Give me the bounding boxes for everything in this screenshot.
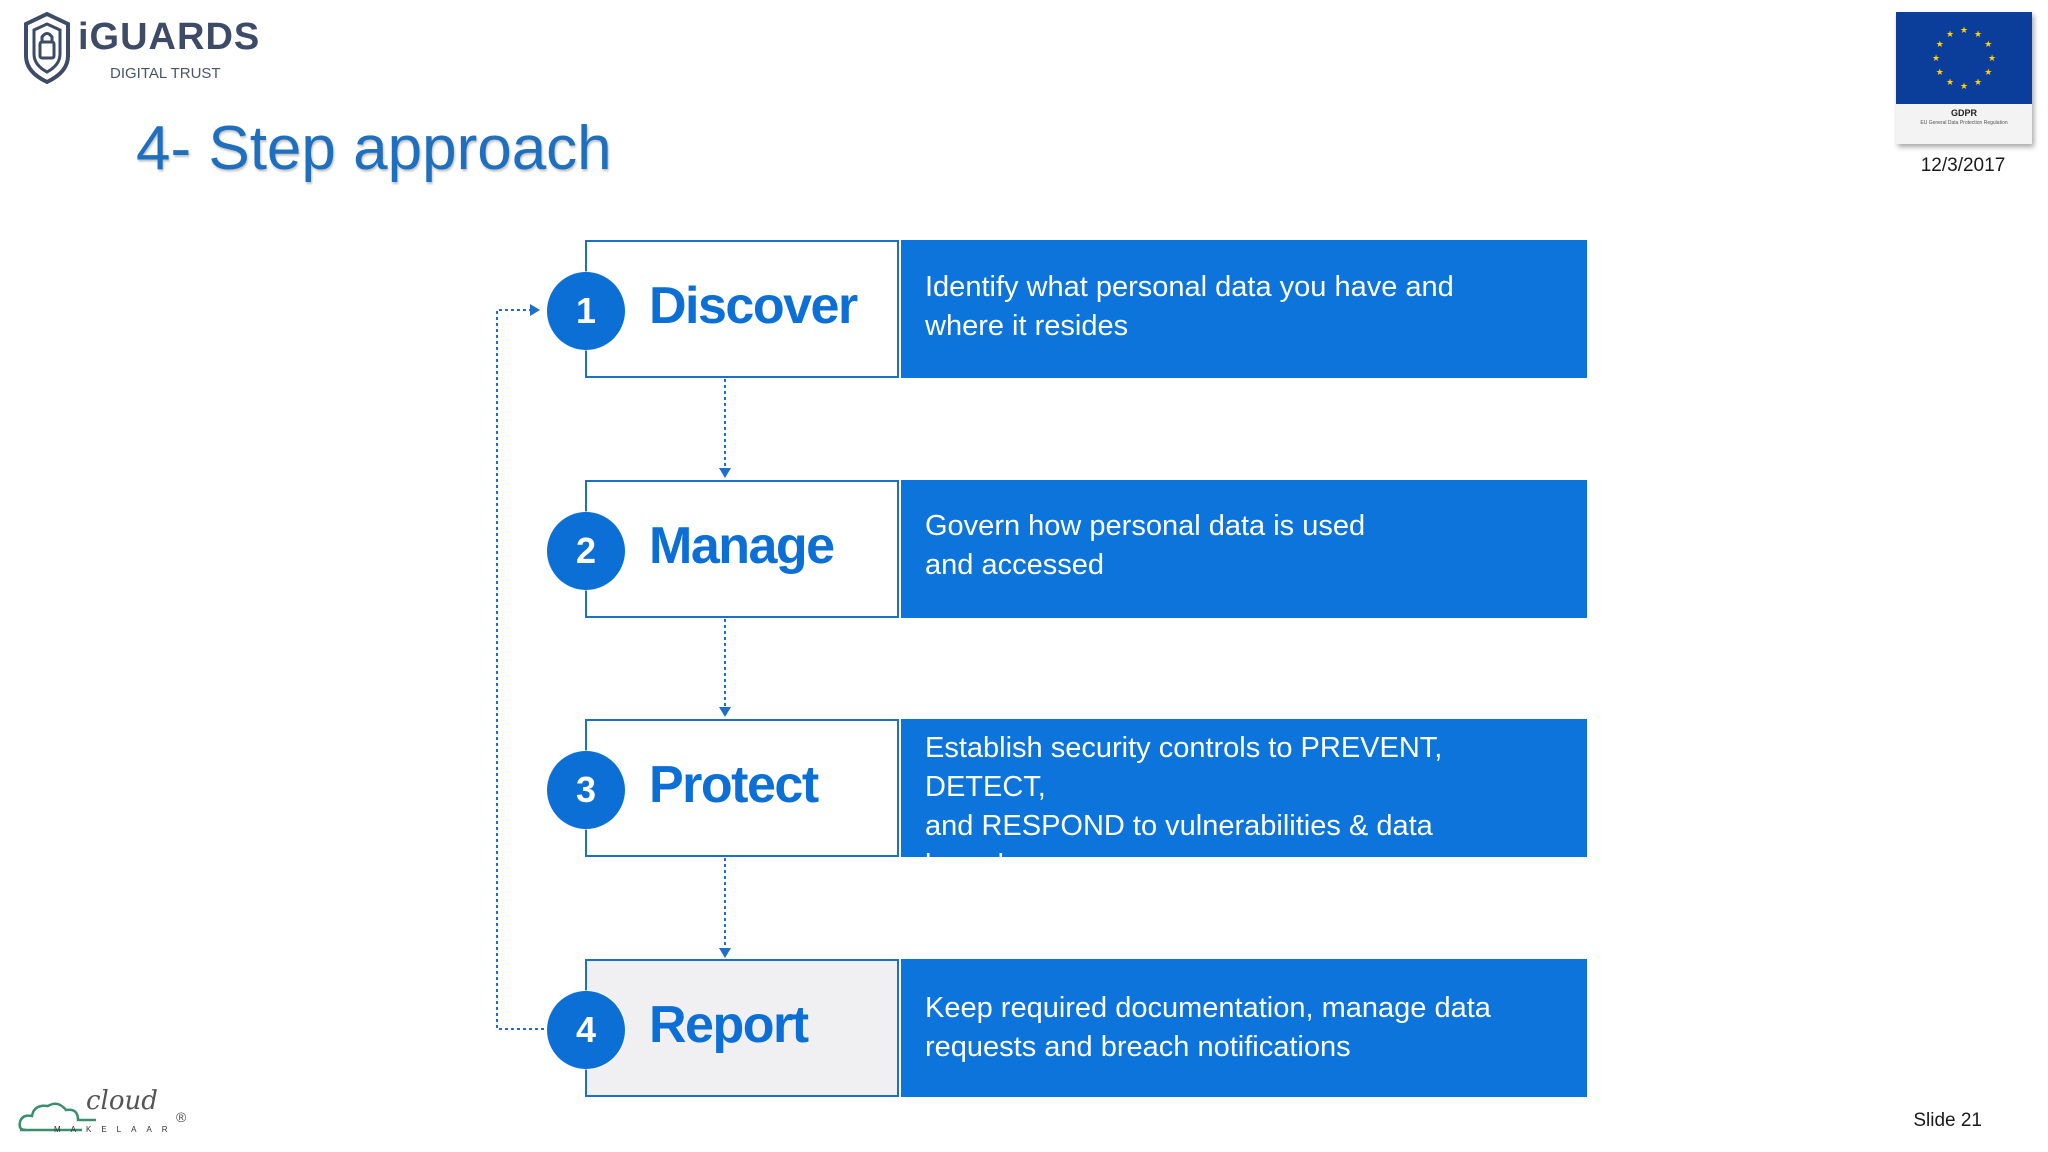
eu-star-icon: ★ [1974, 77, 1982, 87]
eu-star-icon: ★ [1936, 39, 1944, 49]
registered-mark: ® [176, 1109, 187, 1125]
arrowhead-3 [719, 707, 731, 717]
eu-star-icon: ★ [1984, 39, 1992, 49]
step-number-badge: 4 [547, 991, 625, 1069]
cloud-icon [18, 1102, 96, 1132]
step-name: Discover [649, 277, 858, 335]
description-line: Govern how personal data is used [925, 510, 1366, 542]
eu-star-icon: ★ [1936, 67, 1944, 77]
step-description: Establish security controls to PREVENT, … [925, 729, 1565, 884]
step-discover: 1 Discover Identify what personal data y… [547, 240, 1587, 378]
step-description: Keep required documentation, manage data… [925, 989, 1565, 1067]
step-description-box: Govern how personal data is used and acc… [901, 480, 1587, 618]
step-name: Manage [649, 517, 835, 575]
arrowhead-4 [719, 948, 731, 958]
description-line: Identify what personal data you have and [925, 271, 1454, 303]
step-description: Govern how personal data is used and acc… [925, 507, 1565, 585]
eu-star-icon: ★ [1960, 81, 1968, 91]
step-protect: 3 Protect Establish security controls to… [547, 719, 1587, 881]
description-line: and accessed [925, 548, 1104, 581]
eu-star-icon: ★ [1988, 53, 1996, 63]
eu-star-icon: ★ [1946, 77, 1954, 87]
arrowhead-loop [530, 304, 540, 316]
description-line: and RESPOND to vulnerabilities & data [925, 809, 1433, 842]
slide-number: Slide 21 [1913, 1110, 1982, 1131]
step-description-box: Establish security controls to PREVENT, … [901, 719, 1587, 881]
step-title-box: 4 Report [547, 959, 899, 1097]
description-line: Keep required documentation, manage data [925, 992, 1491, 1024]
badge-label: GDPR [1950, 108, 1977, 118]
gdpr-badge: ★★★★★★★★★★★★ GDPR EU General Data Protec… [1896, 12, 2032, 144]
slide-date: 12/3/2017 [1920, 155, 2006, 176]
eu-star-icon: ★ [1984, 67, 1992, 77]
step-description-box: Identify what personal data you have and… [901, 240, 1587, 378]
badge-sublabel: EU General Data Protection Regulation [1920, 120, 2008, 126]
eu-star-icon: ★ [1946, 29, 1954, 39]
step-description-box: Keep required documentation, manage data… [901, 959, 1587, 1097]
description-line: breaches [925, 848, 1045, 881]
step-name: Protect [649, 756, 819, 814]
shield-logo-icon [24, 12, 70, 84]
step-title-box: 2 Manage [547, 480, 899, 618]
eu-stars-icon: ★★★★★★★★★★★★ [1932, 25, 1996, 91]
step-title-box: 1 Discover [547, 240, 899, 378]
step-number-badge: 1 [547, 272, 625, 350]
cloudmakelaar-logo: cloud MAKELAAR ® [16, 1088, 196, 1144]
slide-title: 4- Step approach [136, 114, 612, 183]
cloud-logo-sub: MAKELAAR [54, 1125, 178, 1134]
loop-back-line [496, 309, 544, 1030]
step-manage: 2 Manage Govern how personal data is use… [547, 480, 1587, 618]
step-name: Report [649, 996, 809, 1054]
description-line: Establish security controls to PREVENT, … [925, 732, 1443, 803]
step-report: 4 Report Keep required documentation, ma… [547, 959, 1587, 1097]
description-line: where it resides [925, 309, 1129, 342]
step-number-badge: 2 [547, 512, 625, 590]
eu-star-icon: ★ [1932, 53, 1940, 63]
step-description: Identify what personal data you have and… [925, 268, 1565, 346]
description-line: requests and breach notifications [925, 1030, 1351, 1063]
cloud-logo-word: cloud [86, 1086, 158, 1116]
arrowhead-2 [719, 468, 731, 478]
badge-caption: GDPR EU General Data Protection Regulati… [1896, 104, 2032, 144]
step-number-badge: 3 [547, 751, 625, 829]
eu-star-icon: ★ [1960, 25, 1968, 35]
eu-star-icon: ★ [1974, 29, 1982, 39]
iguards-logo: iGUARDS DIGITAL TRUST [18, 8, 268, 88]
logo-name: iGUARDS [78, 16, 261, 58]
logo-tagline: DIGITAL TRUST [110, 65, 221, 82]
step-title-box: 3 Protect [547, 719, 899, 857]
